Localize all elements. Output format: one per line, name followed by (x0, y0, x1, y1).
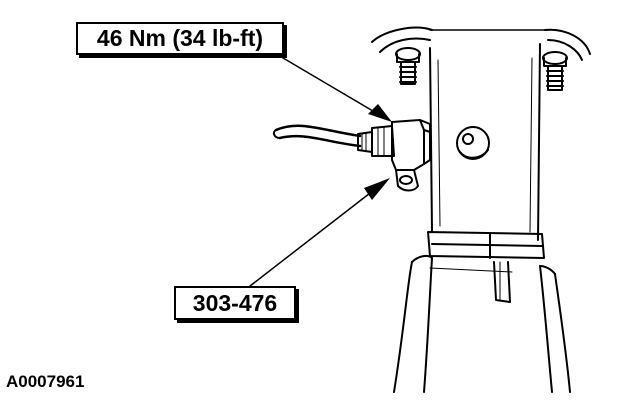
arrowhead-torque (368, 104, 392, 122)
column-collar (427, 231, 545, 259)
support-column (429, 43, 541, 241)
torque-callout: 46 Nm (34 lb-ft) (76, 22, 284, 55)
left-bolt (395, 47, 421, 85)
sensor-bracket (391, 119, 431, 192)
right-bolt (542, 51, 568, 91)
figure-id: A0007961 (6, 372, 85, 391)
leader-lines (249, 54, 379, 287)
stand-base (393, 254, 571, 393)
tool-number-callout: 303-476 (174, 286, 296, 320)
upper-bracket (371, 26, 591, 61)
arrowhead-tool (364, 178, 390, 200)
adjusting-knob (456, 126, 490, 160)
sensor-cable (272, 124, 362, 148)
sensor-connector (357, 125, 395, 157)
